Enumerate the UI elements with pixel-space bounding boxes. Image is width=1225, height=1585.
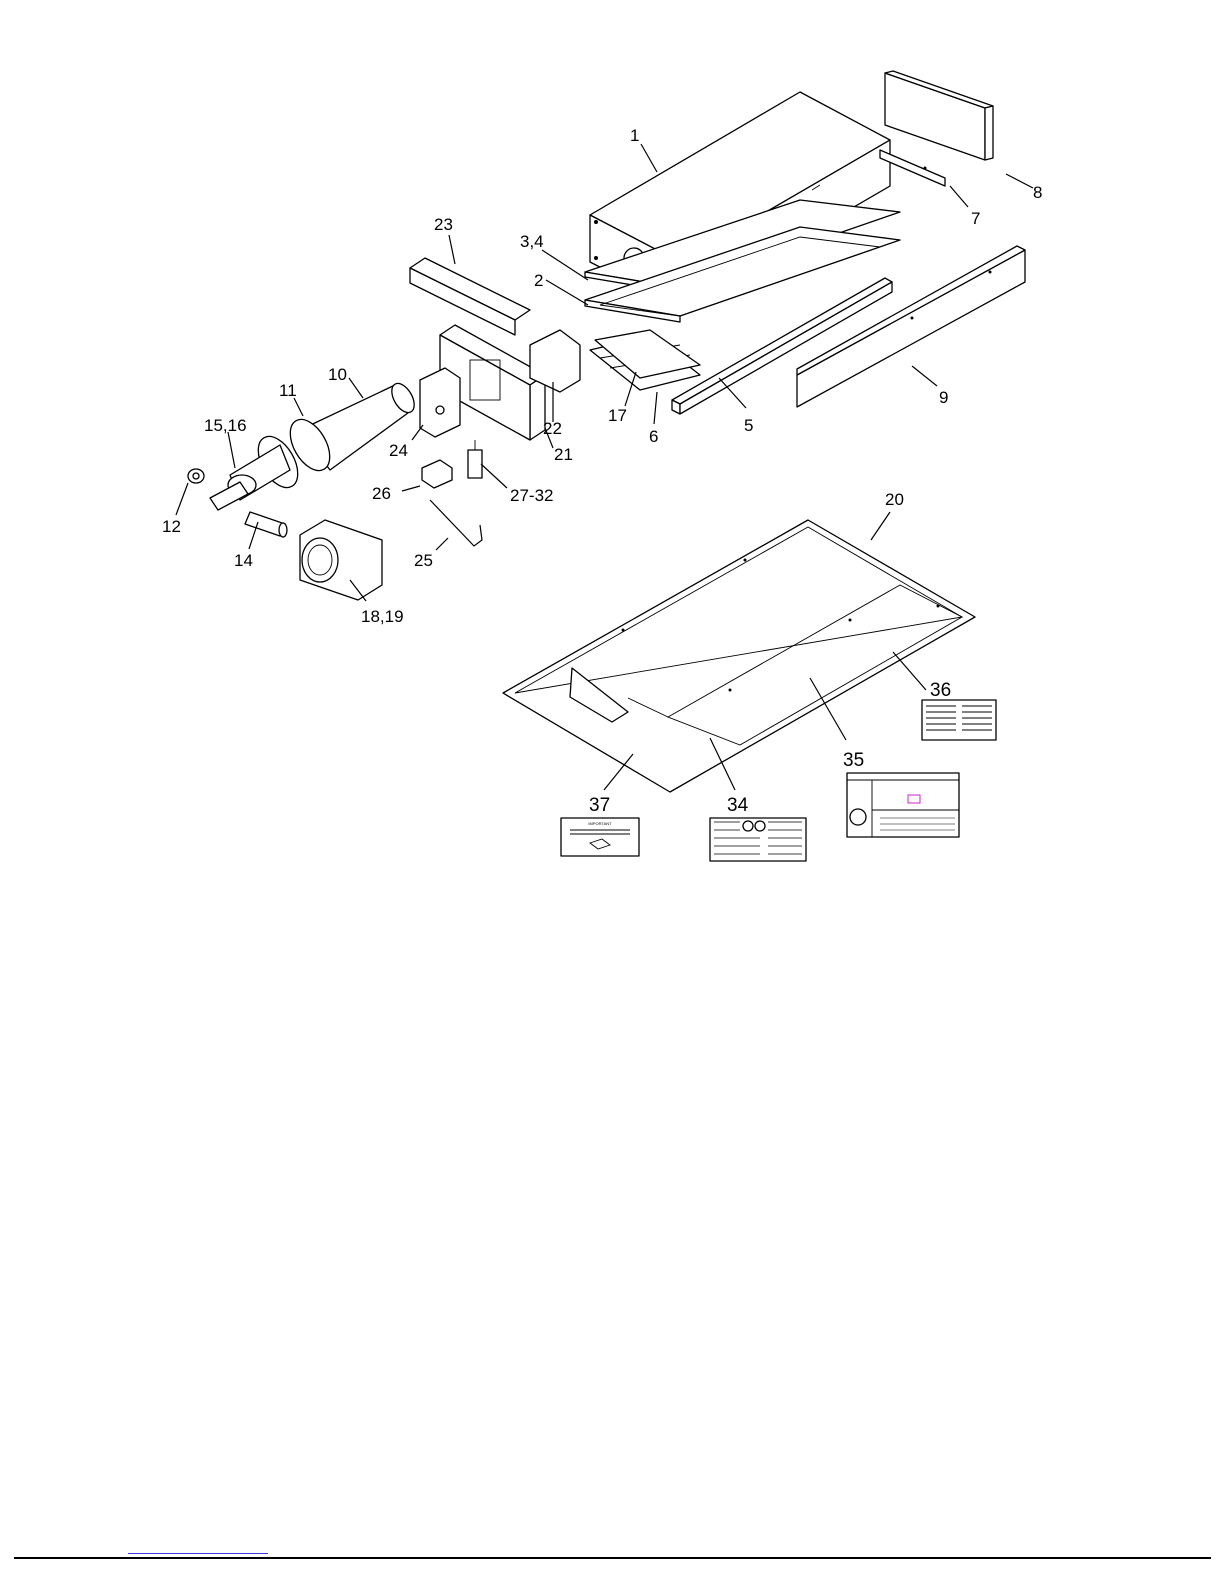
callout-36: 36 [930, 680, 951, 701]
callout-17: 17 [608, 406, 627, 425]
callout-12: 12 [162, 517, 181, 536]
callout-10: 10 [328, 365, 347, 384]
part-23-cover [410, 258, 530, 335]
callout-23: 23 [434, 215, 453, 234]
footer-divider [14, 1557, 1211, 1559]
callout-37: 37 [589, 795, 610, 816]
decal-37-heading: IMPORTANT [588, 821, 612, 826]
part-27-32-pilot-assembly [468, 440, 482, 478]
callout-11: 11 [279, 381, 297, 400]
part-8-end-bracket [885, 71, 993, 160]
part-15-16-fitting [210, 475, 256, 510]
callout-15-16: 15,16 [204, 416, 247, 435]
part-20-housing-panel [503, 520, 975, 792]
callout-6: 6 [649, 427, 658, 446]
part-24-control-box [420, 368, 460, 437]
callout-2: 2 [534, 271, 543, 290]
callout-20: 20 [885, 490, 904, 509]
decal-37: IMPORTANT [561, 818, 639, 856]
part-12-nut [188, 469, 204, 483]
part-18-19-gas-valve [300, 520, 382, 600]
callout-9: 9 [939, 388, 948, 407]
callout-24: 24 [389, 441, 408, 460]
part-26-bracket [422, 460, 452, 488]
callout-34: 34 [727, 795, 749, 816]
callout-27-32: 27-32 [510, 486, 553, 505]
decal-36 [922, 700, 996, 740]
footer-link-underline [128, 1553, 268, 1554]
callout-35: 35 [843, 750, 864, 771]
callout-14: 14 [234, 551, 253, 570]
part-25-rod [430, 500, 482, 546]
callout-5: 5 [744, 416, 753, 435]
callout-18-19: 18,19 [361, 607, 404, 626]
callout-26: 26 [372, 484, 391, 503]
decal-34 [710, 818, 806, 861]
callout-8: 8 [1033, 183, 1042, 202]
decal-35 [847, 773, 959, 837]
callout-3-4: 3,4 [520, 232, 544, 251]
callout-25: 25 [414, 551, 433, 570]
callout-1: 1 [630, 126, 639, 145]
part-14-pipe-nipple [245, 512, 287, 537]
callout-7: 7 [971, 209, 980, 228]
callout-21: 21 [554, 445, 573, 464]
callout-22: 22 [543, 419, 562, 438]
